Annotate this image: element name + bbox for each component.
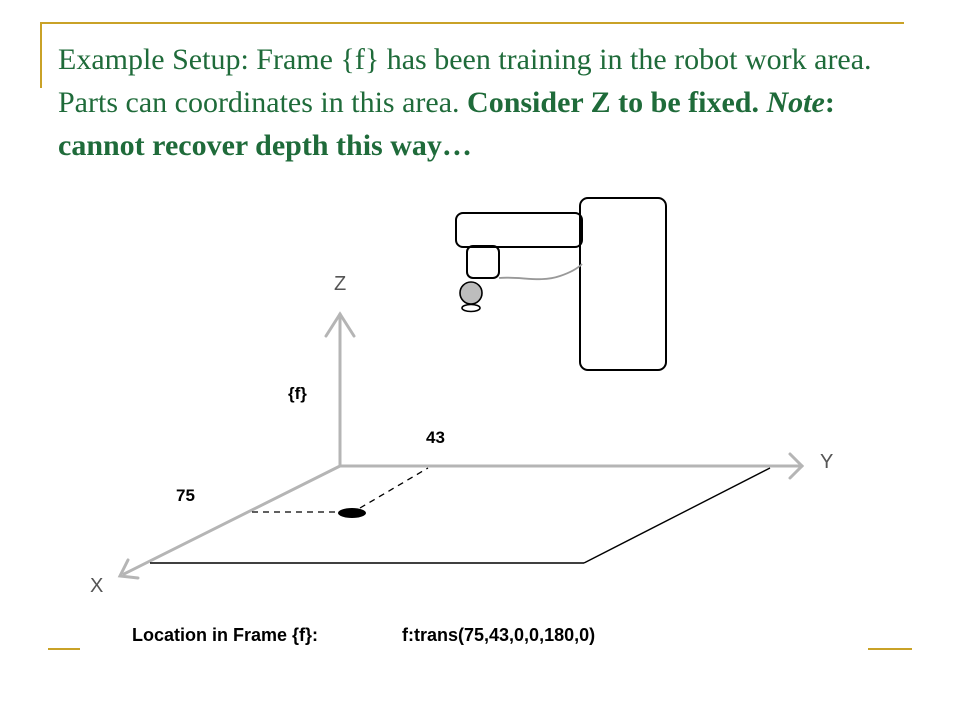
z-axis-label: Z (334, 273, 346, 295)
accent-line-bottom-left (48, 648, 80, 650)
robot-gripper (459, 281, 483, 305)
x-axis-label: X (90, 575, 103, 597)
work-plane (150, 467, 771, 564)
robot-column (579, 197, 667, 371)
title-text-bold-end: : cannot recover depth this way… (58, 86, 835, 162)
location-caption: Location in Frame {f}: (132, 625, 318, 645)
y-axis-arrow (788, 452, 805, 480)
robot-cable (498, 263, 583, 281)
robot-arm (455, 212, 583, 248)
y-offset-value: 43 (426, 428, 445, 447)
y-axis-label: Y (820, 451, 833, 473)
robot-wrist (466, 245, 500, 279)
robot-illustration (455, 197, 667, 371)
part-marker (338, 508, 366, 518)
accent-line-left (40, 22, 42, 88)
plane-right-edge (583, 467, 771, 564)
x-axis (122, 464, 342, 576)
x-offset-value: 75 (176, 486, 195, 505)
x-axis-arrow (117, 558, 140, 580)
frame-label: {f} (288, 384, 307, 403)
accent-line-bottom-right (868, 648, 912, 650)
title-text-plain: Example Setup: Frame {f} has been traini… (58, 43, 872, 119)
accent-line-top (40, 22, 904, 24)
part-location-guides (252, 467, 429, 513)
location-value: f:trans(75,43,0,0,180,0) (402, 625, 595, 645)
y-offset-guide (359, 467, 429, 509)
title-text-bold: Consider Z to be fixed. (467, 86, 767, 119)
robot-gripper-tip (461, 303, 481, 313)
coordinate-axes (117, 311, 805, 580)
z-axis-arrow (324, 311, 356, 338)
slide-title: Example Setup: Frame {f} has been traini… (58, 38, 898, 167)
title-text-note: Note (766, 86, 825, 119)
